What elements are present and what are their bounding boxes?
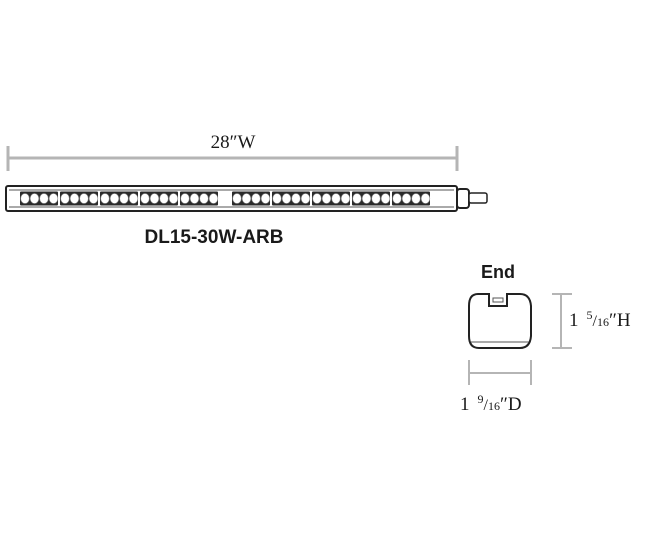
led-lens [79, 193, 89, 204]
led-lens [60, 193, 70, 204]
led-lens [312, 193, 322, 204]
led-lens [371, 193, 381, 204]
led-group [20, 191, 59, 206]
led-group [272, 191, 311, 206]
led-lens [340, 193, 351, 204]
led-lens [119, 193, 129, 204]
led-lens [100, 193, 110, 204]
led-lens [168, 193, 179, 204]
led-lens [232, 193, 242, 204]
led-group [392, 191, 431, 206]
led-lens [272, 193, 282, 204]
led-group [180, 191, 219, 206]
model-label: DL15-30W-ARB [145, 227, 284, 248]
width-label: 28″W [211, 132, 256, 153]
power-cord [468, 192, 488, 204]
led-lens [251, 193, 261, 204]
led-lens [199, 193, 209, 204]
led-strip [20, 191, 431, 206]
led-lens [352, 193, 362, 204]
led-lens [20, 193, 30, 204]
led-lens [48, 193, 59, 204]
led-group [100, 191, 139, 206]
led-lens [149, 193, 160, 204]
led-group [232, 191, 271, 206]
led-group [140, 191, 179, 206]
led-lens [128, 193, 139, 204]
end-view-title: End [481, 262, 515, 282]
led-lens [29, 193, 40, 204]
led-lens [140, 193, 150, 204]
led-lens [420, 193, 431, 204]
led-lens [401, 193, 412, 204]
led-lens [331, 193, 341, 204]
led-group [60, 191, 99, 206]
led-lens [321, 193, 332, 204]
led-lens [69, 193, 80, 204]
led-group [352, 191, 391, 206]
led-lens [189, 193, 200, 204]
led-lens [39, 193, 49, 204]
led-lens [300, 193, 311, 204]
led-lens [208, 193, 219, 204]
led-lens [241, 193, 252, 204]
led-group [312, 191, 351, 206]
led-lens [88, 193, 99, 204]
led-lens [291, 193, 301, 204]
led-lens [109, 193, 120, 204]
led-lens [180, 193, 190, 204]
led-lens [260, 193, 271, 204]
led-lens [411, 193, 421, 204]
width-dimension: 28″W [6, 132, 459, 171]
fixture-end-cap [456, 188, 470, 209]
led-lens [281, 193, 292, 204]
fixture-side-view: DL15-30W-ARB [5, 185, 488, 248]
led-lens [361, 193, 372, 204]
led-lens [159, 193, 169, 204]
end-profile-outline [468, 293, 532, 349]
end-profile-slot [492, 297, 504, 303]
led-lens [392, 193, 402, 204]
led-lens [380, 193, 391, 204]
